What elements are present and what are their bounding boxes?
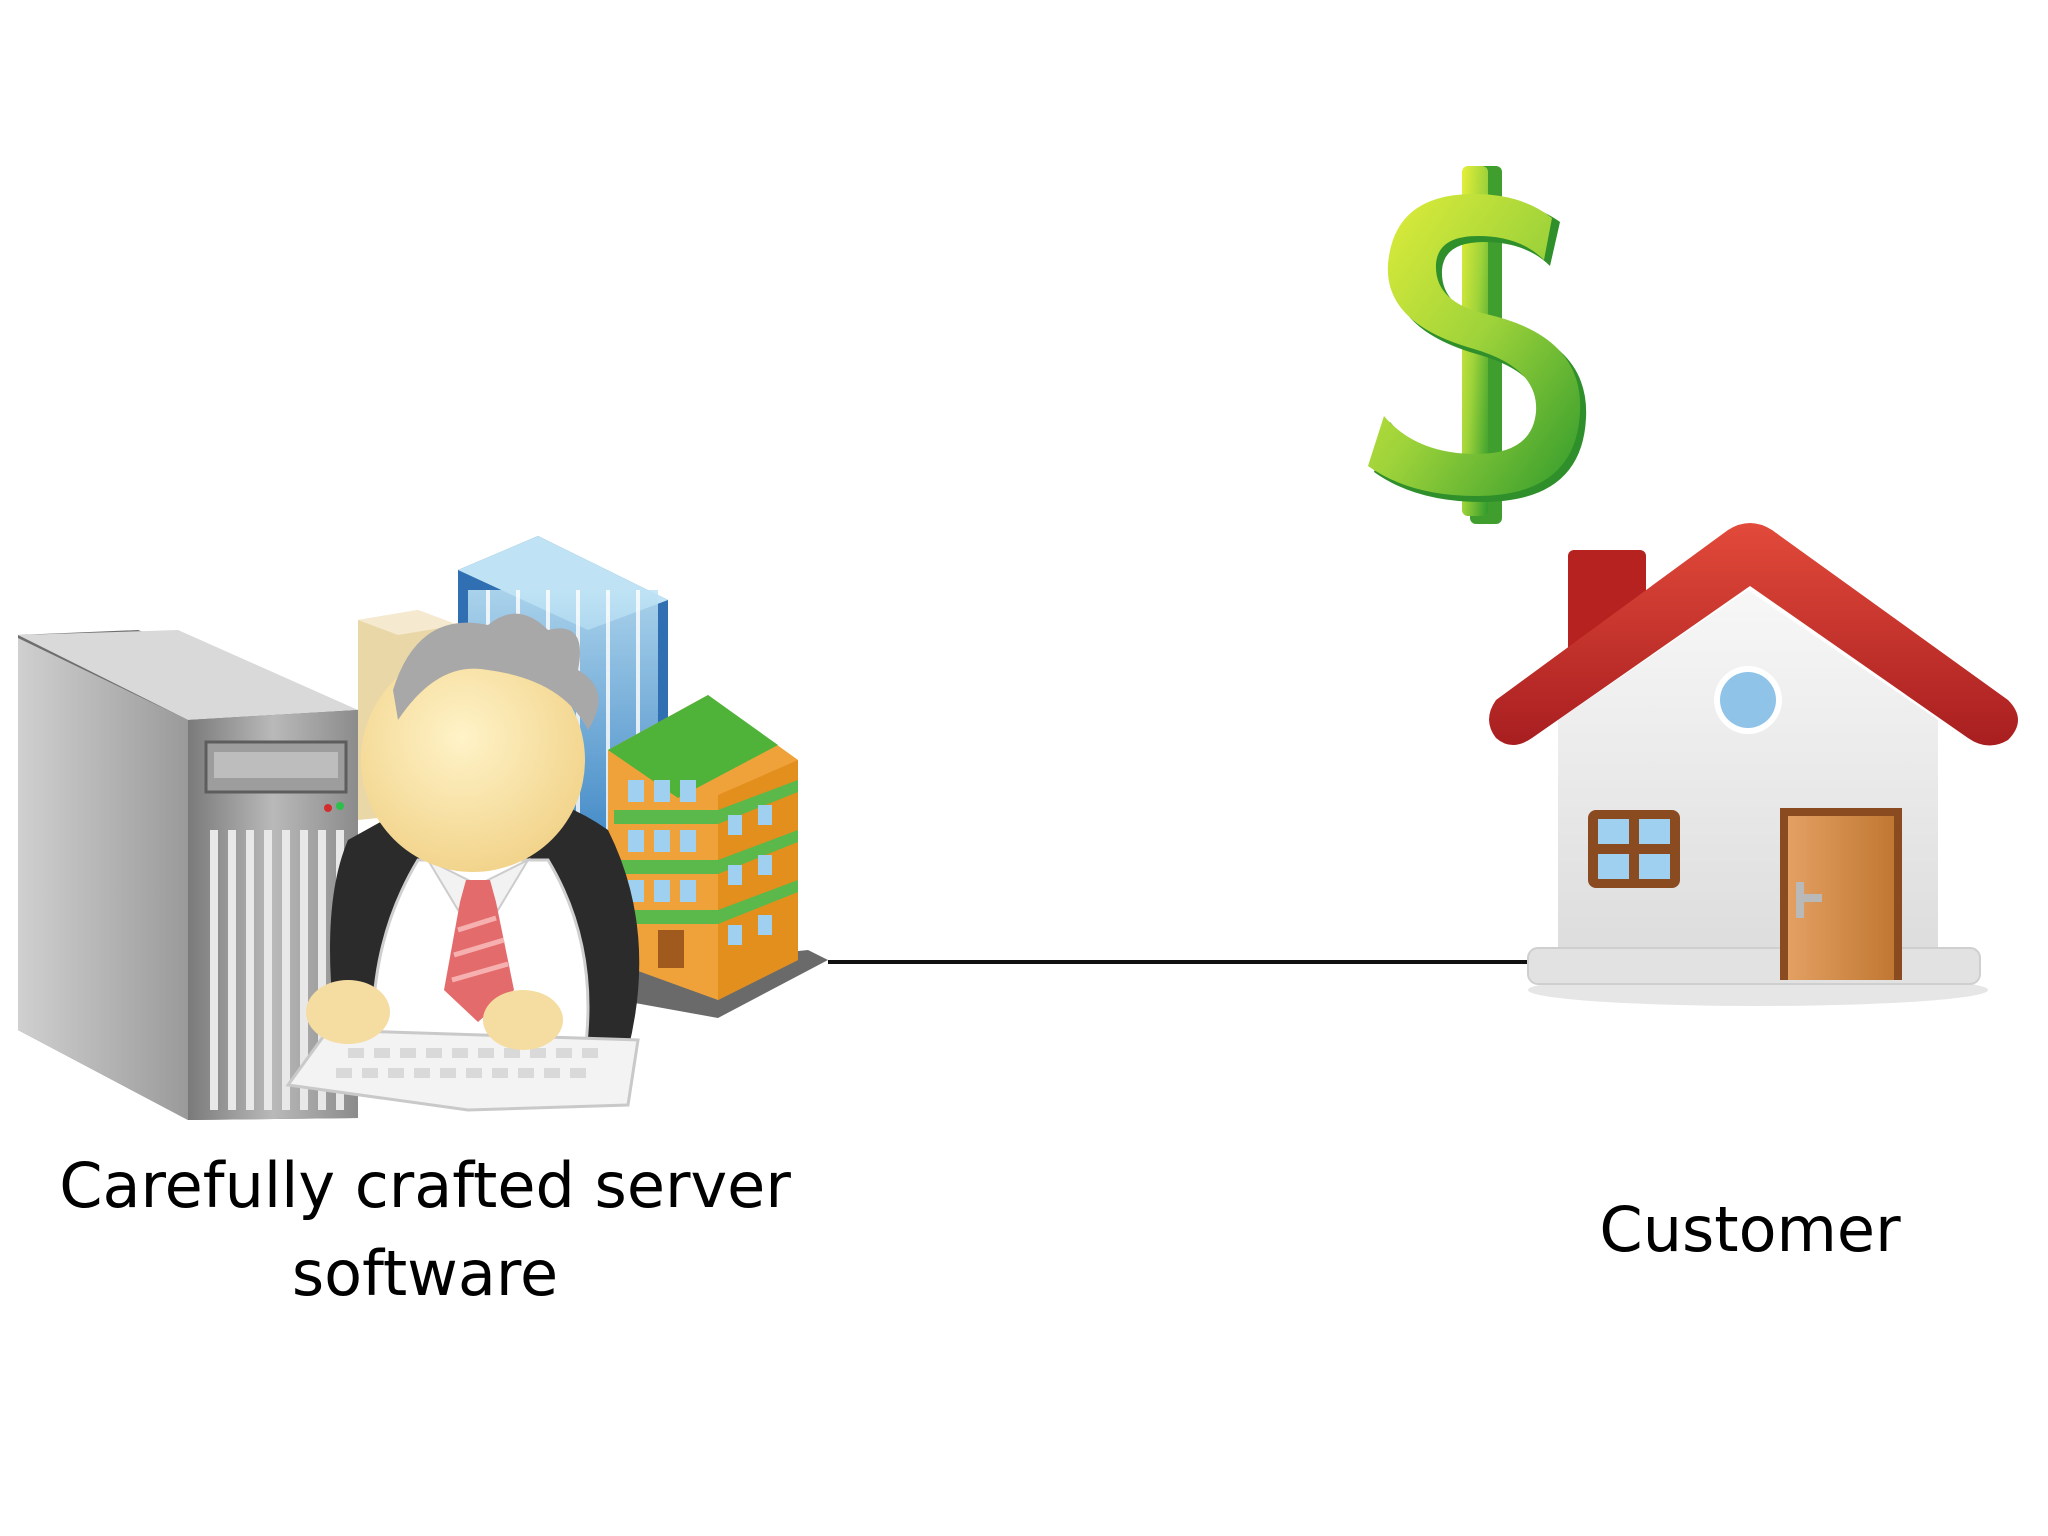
server-software-caption: Carefully crafted server software	[40, 1142, 810, 1318]
server-tower-icon	[18, 630, 358, 1120]
server-caption-line1: Carefully crafted server	[59, 1149, 791, 1222]
customer-caption: Customer	[1599, 1193, 1901, 1266]
house-icon	[1488, 520, 2028, 1020]
businessman-at-keyboard-icon	[285, 613, 640, 1112]
connection-line	[828, 960, 1534, 964]
server-caption-line2: software	[291, 1237, 559, 1310]
dollar-sign-icon	[1360, 160, 1600, 530]
server-side-illustration	[18, 530, 838, 1130]
